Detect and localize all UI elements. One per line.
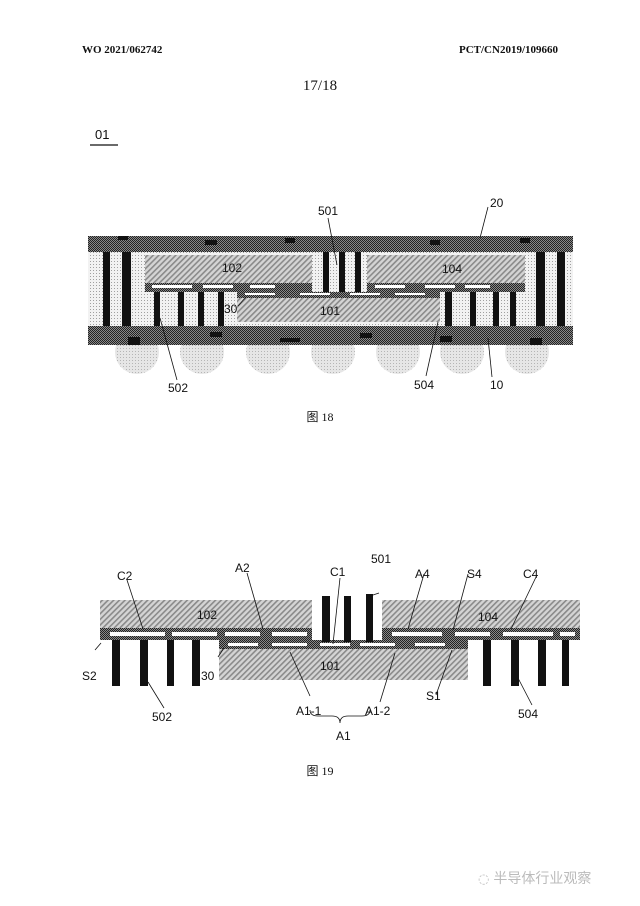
label-20: 20: [490, 196, 504, 210]
label-101: 101: [320, 659, 340, 673]
figure18-caption: 图 18: [306, 410, 334, 424]
solder-balls: [115, 345, 549, 374]
label-102: 102: [197, 608, 217, 622]
label-10: 10: [490, 378, 504, 392]
label-A2: A2: [235, 561, 250, 575]
label-30: 30: [224, 302, 238, 316]
label-S4: S4: [467, 567, 482, 581]
top-redistribution-layer-20: [88, 236, 573, 252]
watermark: ◌半导体行业观察: [478, 868, 591, 888]
pillars-504: [483, 640, 569, 686]
figure18-ref-label: 01: [95, 127, 109, 142]
leader-lines: [94, 572, 538, 724]
label-504: 504: [414, 378, 434, 392]
label-501: 501: [371, 552, 391, 566]
edge-pillars: [103, 252, 565, 326]
label-A1: A1: [336, 729, 351, 743]
pillars-504: [445, 292, 516, 326]
label-502: 502: [168, 381, 188, 395]
figure-18: 01: [88, 127, 573, 395]
chip-101-pads: [237, 292, 440, 298]
publication-number: WO 2021/062742: [82, 44, 163, 56]
pillars-501: [323, 252, 361, 292]
label-A4: A4: [415, 567, 430, 581]
rdl-traces: [118, 236, 542, 345]
label-104: 104: [442, 262, 462, 276]
label-502: 502: [152, 710, 172, 724]
sheet-number: 17/18: [302, 78, 338, 94]
pillars-501: [322, 594, 373, 642]
label-C2: C2: [117, 569, 133, 583]
application-number: PCT/CN2019/109660: [459, 44, 558, 56]
label-104: 104: [478, 610, 498, 624]
label-102: 102: [222, 261, 242, 275]
pillars-502: [154, 292, 224, 326]
chip-101: [219, 648, 468, 680]
label-C4: C4: [523, 567, 539, 581]
label-30: 30: [201, 669, 215, 683]
figure-19: C2 A2 C1 501 A4 S4 C4 102 104 101 S2 30 …: [82, 552, 580, 743]
label-S1: S1: [426, 689, 441, 703]
pad-openings: [152, 285, 490, 295]
figure19-caption: 图 19: [306, 764, 334, 778]
chip-102: [145, 255, 312, 283]
label-S2: S2: [82, 669, 97, 683]
label-A1-1: A1-1: [296, 704, 322, 718]
chip-104: [367, 255, 525, 283]
watermark-text: 半导体行业观察: [493, 871, 592, 887]
label-504: 504: [518, 707, 538, 721]
bottom-redistribution-layer-10: [88, 326, 573, 345]
leader-lines: [159, 206, 493, 381]
pad-openings: [110, 632, 575, 646]
label-C1: C1: [330, 565, 346, 579]
chip-101: [237, 298, 440, 322]
label-501: 501: [318, 204, 338, 218]
pillars-502: [112, 640, 200, 686]
label-101: 101: [320, 304, 340, 318]
wechat-icon: ◌: [478, 872, 490, 887]
label-A1-2: A1-2: [365, 704, 391, 718]
